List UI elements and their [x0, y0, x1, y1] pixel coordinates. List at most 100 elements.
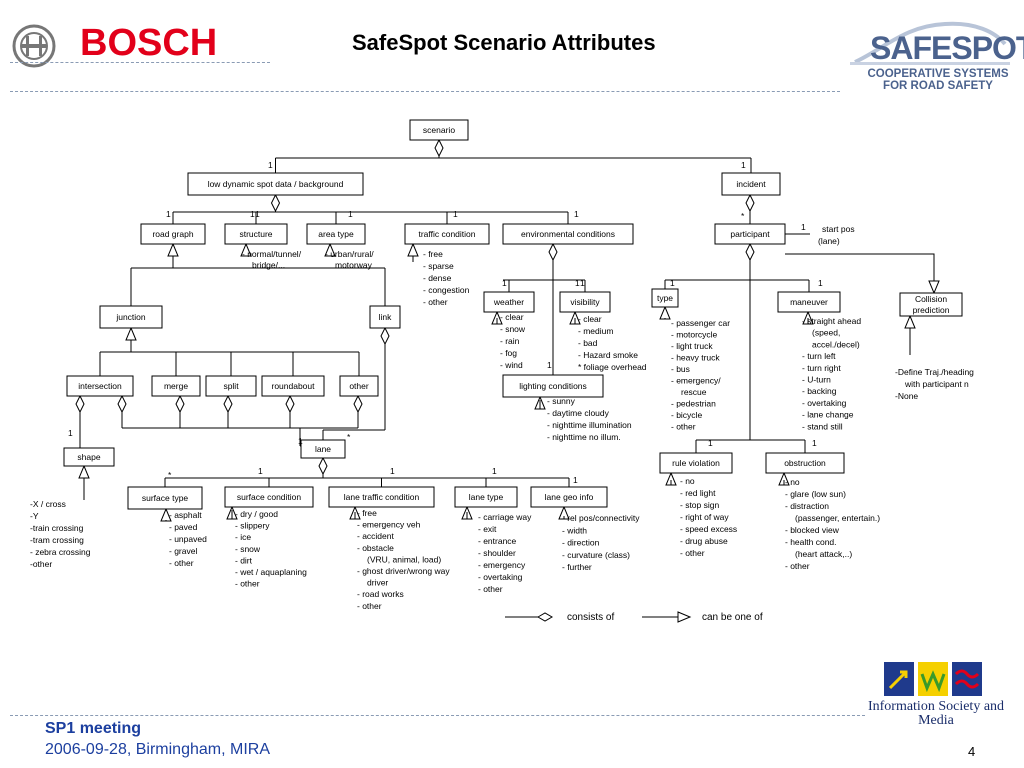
list-item: - nighttime no illum. [547, 432, 621, 442]
list-item: - emergency [478, 560, 526, 570]
list-item: motorway [335, 260, 373, 270]
node-scenario: scenario [409, 119, 469, 141]
node-junction: junction [99, 305, 163, 329]
node-shape: shape [63, 447, 115, 467]
node-lane: lane [300, 439, 346, 459]
multiplicity-label: 1 [801, 222, 806, 232]
bosch-logo-icon [12, 24, 56, 68]
list-item: - direction [562, 538, 600, 548]
attribute-list-shape: -X / cross-Y-train crossing-tram crossin… [30, 499, 91, 569]
node-label: merge [164, 381, 188, 391]
list-item: - bicycle [671, 410, 702, 420]
attribute-list-rule-violation: - no- red light- stop sign- right of way… [680, 476, 737, 558]
list-item: - entrance [478, 536, 517, 546]
attribute-list-obstruction: - no- glare (low sun)- distraction(passe… [785, 477, 880, 571]
multiplicity-label: 1 [348, 209, 353, 219]
node-surface-type: surface type [127, 486, 203, 510]
node-label: lane geo info [545, 492, 594, 502]
list-item: - other [357, 601, 382, 611]
list-item: - wind [500, 360, 523, 370]
footer-divider [10, 715, 865, 716]
safespot-logo-icon [850, 21, 1010, 65]
page-number: 4 [968, 744, 976, 759]
list-item: - right of way [680, 512, 729, 522]
attribute-list-surface-condition: - dry / good- slippery- ice- snow- dirt-… [235, 509, 307, 589]
list-item: - speed excess [680, 524, 737, 534]
list-item: -X / cross [30, 499, 66, 509]
list-item: - rel pos/connectivity [562, 513, 640, 523]
list-item: - distraction [785, 501, 829, 511]
composition-link [322, 326, 390, 440]
legend-consists-of: consists of [505, 612, 614, 623]
node-traffic-condition: traffic condition [404, 223, 490, 245]
legend-can-be-one-of: can be one of [642, 611, 763, 623]
multiplicity-label: 1 [492, 466, 497, 476]
node-label: low dynamic spot data / background [208, 179, 344, 189]
node-label: traffic condition [418, 229, 475, 239]
list-item: with participant n [904, 379, 969, 389]
node-label: lane traffic condition [344, 492, 420, 502]
list-link-surface-condition [226, 505, 238, 520]
list-item: -None [895, 391, 918, 401]
list-item: - drug abuse [680, 536, 728, 546]
information-society-label: Information Society and Media [867, 699, 1005, 728]
attribute-list-lane-type: - carriage way- exit- entrance- shoulder… [478, 512, 532, 594]
multiplicity-label: 1 [575, 278, 580, 288]
list-item: - wet / aquaplaning [235, 567, 307, 577]
list-item: - red light [680, 488, 716, 498]
attribute-list-visibility: - clear- medium- bad- Hazard smoke* foli… [578, 314, 647, 372]
multiplicity-label: 1 [670, 278, 675, 288]
list-item: - overtaking [478, 572, 523, 582]
list-item: - fog [500, 348, 517, 358]
list-item: (speed, [812, 328, 840, 338]
header-divider [10, 91, 840, 92]
node-label: Collision [915, 294, 947, 304]
list-item: - backing [802, 386, 837, 396]
list-item: - slippery [235, 521, 270, 531]
list-item: - turn left [802, 351, 836, 361]
multiplicity-label: 1 [68, 428, 73, 438]
list-link-obstruction [778, 471, 790, 486]
node-label: junction [115, 312, 146, 322]
list-item: - passenger car [671, 318, 730, 328]
node-label: visibility [570, 297, 600, 307]
node-label: link [379, 312, 393, 322]
composition-intersection [75, 394, 85, 448]
safespot-wordmark: SAFESPOT [870, 30, 1024, 66]
node-label: roundabout [271, 381, 315, 391]
generalization-road-graph [130, 242, 386, 306]
list-item: - sunny [547, 396, 576, 406]
multiplicity-label: 1 [708, 438, 713, 448]
junction-lane-links [117, 394, 363, 447]
node-label: weather [493, 297, 524, 307]
multiplicity-label: 1 [268, 160, 273, 170]
page-title: SafeSpot Scenario Attributes [352, 30, 656, 55]
multiplicity-label: 1 [818, 278, 823, 288]
node-label: maneuver [790, 297, 828, 307]
list-item: driver [367, 578, 388, 588]
node-label: surface type [142, 493, 189, 503]
node-start-pos: start pos(lane) [818, 224, 855, 246]
list-item: - accident [357, 531, 394, 541]
list-item: accel./decel) [812, 339, 860, 349]
list-item: - other [785, 561, 810, 571]
multiplicity-label: 1 [298, 436, 303, 446]
list-item: * foliage overhead [578, 362, 647, 372]
multiplicity-label: 1 [502, 278, 507, 288]
multiplicity-label: 1 [453, 209, 458, 219]
list-item: bridge/... [252, 260, 285, 270]
node-participant: participant [714, 223, 786, 245]
node-lane-type: lane type [454, 486, 518, 508]
composition-low-dynamic [172, 193, 569, 224]
multiplicity-label: 1 [258, 466, 263, 476]
list-item: - free [423, 249, 443, 259]
list-item: - emergency/ [671, 376, 721, 386]
multiplicity-label: 1 [166, 209, 171, 219]
node-label: road graph [152, 229, 193, 239]
safespot-tagline: COOPERATIVE SYSTEMS FOR ROAD SAFETY [867, 68, 1009, 92]
list-item: - normal/tunnel/ [242, 249, 302, 259]
multiplicity-label: 1 [574, 209, 579, 219]
list-item: - other [423, 297, 448, 307]
